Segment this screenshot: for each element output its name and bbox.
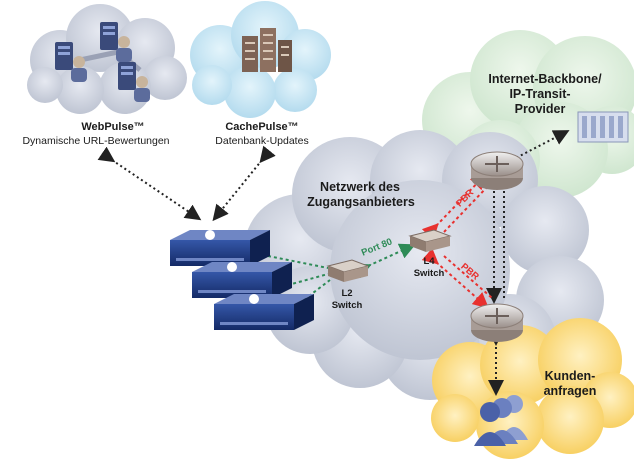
- network-title-line2: Zugangsanbieters: [307, 195, 415, 209]
- l4-switch-label: L4 Switch: [404, 256, 454, 280]
- cachepulse-title: CachePulse™: [225, 121, 299, 133]
- cachepulse-subtitle: Datenbank-Updates: [215, 135, 309, 147]
- internet-rack-icon: [577, 111, 629, 143]
- appliance-1: [170, 230, 270, 266]
- webpulse-cloud: [27, 4, 187, 114]
- l4-switch-label-line2: Switch: [413, 268, 445, 279]
- appliance-stack-icon: [170, 230, 314, 330]
- appliance-2: [192, 262, 292, 298]
- users-icon: [474, 395, 528, 446]
- customers-label-line2: anfragen: [543, 384, 597, 398]
- l4-switch-icon: [408, 229, 452, 252]
- internet-label-line2: IP-Transit-: [509, 87, 571, 101]
- link-cachepulse: [212, 145, 276, 222]
- management-links: [97, 130, 570, 396]
- l2-switch-label: L2 Switch: [322, 288, 372, 312]
- webpulse-servers-icon: [55, 22, 150, 102]
- l4-switch-label-line1: L4: [423, 256, 435, 267]
- link-webpulse: [97, 146, 202, 221]
- router-bottom-icon: [470, 303, 524, 342]
- customers-label-line1: Kunden-: [544, 369, 596, 383]
- internet-label-line1: Internet-Backbone/: [488, 72, 602, 86]
- appliance-3: [214, 294, 314, 330]
- network-title-line1: Netzwerk des: [320, 180, 400, 194]
- webpulse-title: WebPulse™: [81, 121, 145, 133]
- l2-switch-label-line2: Switch: [331, 300, 363, 311]
- webpulse-subtitle: Dynamische URL-Bewertungen: [22, 135, 170, 147]
- cachepulse-database-icon: [242, 28, 292, 72]
- internet-label-line3: Provider: [514, 102, 566, 116]
- l2-switch-label-line1: L2: [341, 288, 353, 299]
- pbr-links: [421, 173, 493, 309]
- link-internet: [497, 130, 570, 173]
- router-top-icon: [470, 151, 524, 190]
- l2-switch-icon: [326, 259, 370, 282]
